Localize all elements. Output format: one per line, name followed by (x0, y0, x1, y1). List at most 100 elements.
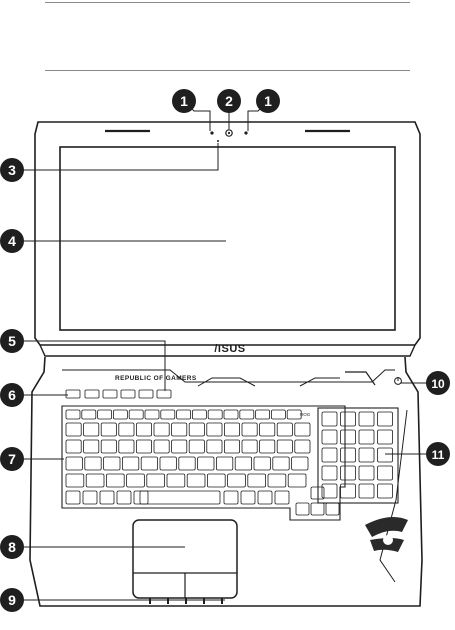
callout-number: 1 (264, 93, 272, 109)
keyboard-key (187, 474, 205, 487)
numpad-key (341, 430, 356, 444)
keyboard-key (154, 440, 169, 453)
keyboard-key (134, 491, 148, 504)
keyboard-key (277, 423, 292, 436)
keyboard-key (66, 491, 80, 504)
numpad-key (378, 466, 393, 480)
keyboard-key (241, 491, 255, 504)
keyboard-key (248, 474, 266, 487)
keyboard-key (160, 457, 176, 470)
callout-number: 7 (8, 451, 16, 467)
numpad-key (322, 412, 337, 426)
callout-number: 8 (8, 539, 16, 555)
keyboard-key (154, 423, 169, 436)
keyboard-key (224, 410, 238, 419)
rog-wordmark: REPUBLIC OF GAMERS (115, 375, 197, 382)
keyboard-key (122, 457, 138, 470)
keyboard-key (260, 440, 275, 453)
keyboard-key (136, 440, 151, 453)
numpad-key (359, 412, 374, 426)
callout-numeric-keypad: 11 (426, 442, 450, 466)
keyboard-key (288, 474, 306, 487)
keyboard-key (295, 423, 310, 436)
numpad-key (378, 448, 393, 462)
keyboard-key (119, 440, 134, 453)
status-led (203, 598, 205, 604)
callout-power-button: 10 (426, 371, 450, 395)
numpad-frame (318, 408, 398, 503)
keyboard-key (228, 474, 246, 487)
microphone-right (244, 131, 247, 134)
keyboard-key (101, 423, 116, 436)
keyboard-key (198, 457, 214, 470)
callout-number: 9 (8, 592, 16, 608)
numpad-key (378, 484, 393, 498)
keyboard-key (207, 440, 222, 453)
callout-camera: 2 (217, 89, 241, 113)
keyboard-key (82, 410, 96, 419)
keyboard-key (216, 457, 232, 470)
power-key (66, 390, 80, 398)
keyboard-key (189, 440, 204, 453)
keyboard-key (235, 457, 251, 470)
keyboard-key (277, 440, 292, 453)
keyboard-key (177, 410, 191, 419)
keyboard-key (167, 474, 185, 487)
keyboard-key (224, 423, 239, 436)
keyboard-key (66, 474, 84, 487)
hotkey-key (103, 390, 117, 398)
keyboard-key (240, 410, 254, 419)
callout-number: 4 (8, 233, 16, 249)
keyboard-key (117, 491, 131, 504)
keyboard-key (258, 491, 272, 504)
keyboard-key (127, 474, 145, 487)
status-led (221, 598, 223, 604)
callout-number: 5 (8, 333, 16, 349)
callout-microphone-left: 1 (172, 89, 196, 113)
keyboard-key (172, 423, 187, 436)
microphone-left (210, 131, 213, 134)
keyboard-key (207, 423, 222, 436)
keyboard-key (101, 440, 116, 453)
keyboard-key (207, 474, 225, 487)
callout-number: 6 (8, 387, 16, 403)
numpad-key (322, 466, 337, 480)
keyboard-key (129, 410, 143, 419)
keyboard-key (189, 423, 204, 436)
keyboard-key (256, 410, 270, 419)
keyboard-key (147, 474, 165, 487)
display-panel (60, 147, 395, 330)
numpad-key (359, 430, 374, 444)
leader-line-hotkeys (12, 341, 165, 391)
keyboard-key (104, 457, 120, 470)
numpad-key (341, 412, 356, 426)
keyboard-key (224, 440, 239, 453)
keyboard-key (84, 440, 99, 453)
numpad-key (341, 448, 356, 462)
status-led (149, 598, 151, 604)
keyboard-key (161, 410, 175, 419)
callout-touchpad: 8 (0, 535, 24, 559)
keyboard-key (100, 491, 114, 504)
numpad-key (341, 466, 356, 480)
status-indicators (149, 598, 223, 604)
numpad-key (359, 466, 374, 480)
keyboard-key (172, 440, 187, 453)
keyboard-key (106, 474, 124, 487)
keyboard-key (141, 457, 157, 470)
rog-key-label: ROG (300, 412, 311, 417)
arrow-key (326, 503, 339, 515)
numpad-key (378, 430, 393, 444)
keyboard-key (113, 410, 127, 419)
keyboard-key (260, 423, 275, 436)
keyboard-key (292, 457, 308, 470)
callout-number: 3 (8, 162, 16, 178)
callout-display-panel: 4 (0, 229, 24, 253)
keyboard-key (119, 423, 134, 436)
keyboard-key (66, 410, 80, 419)
keyboard-key (66, 440, 81, 453)
numpad-key (322, 448, 337, 462)
keyboard-key (136, 423, 151, 436)
numpad-key (341, 484, 356, 498)
callout-keyboard: 7 (0, 447, 24, 471)
